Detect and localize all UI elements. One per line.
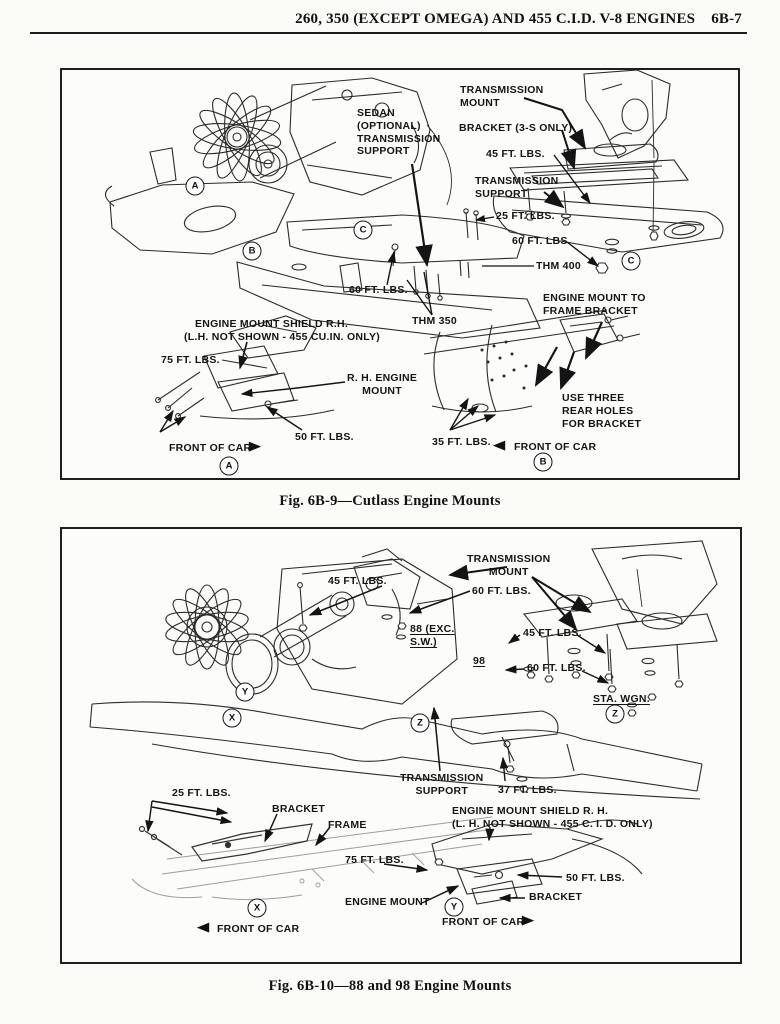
callout-letter: C <box>353 220 373 240</box>
front-of-car-arrow-icon: ◀ <box>196 920 210 935</box>
diagram-label: USE THREE REAR HOLES FOR BRACKET <box>562 392 642 430</box>
diagram-label: 50 FT. LBS. <box>566 872 625 884</box>
figure-box-cutlass: SEDAN (OPTIONAL) TRANSMISSION SUPPORT TR… <box>60 68 740 480</box>
diagram-label: FRONT OF CAR <box>514 441 597 453</box>
diagram-label: 60 FT. LBS. <box>527 662 586 674</box>
callout-letter: X <box>222 708 242 728</box>
page-number: 6B-7 <box>711 11 742 27</box>
cutlass-diagram-art <box>104 70 724 433</box>
diagram-label: TRANSMISSION MOUNT <box>467 553 551 578</box>
diagram-label: (L.H. NOT SHOWN - 455 CU.IN. ONLY) <box>184 331 380 343</box>
88-98-diagram-art <box>89 540 718 905</box>
diagram-label: TRANSMISSION SUPPORT <box>475 175 559 200</box>
diagram-label: 75 FT. LBS. <box>345 854 404 866</box>
diagram-label: BRACKET (3-S ONLY) <box>459 122 573 134</box>
diagram-label: 37 FT. LBS. <box>498 784 557 796</box>
callout-letter: B <box>533 452 553 472</box>
diagram-label: ENGINE MOUNT SHIELD R. H. (L. H. NOT SHO… <box>452 805 653 830</box>
diagram-label: THM 400 <box>536 260 581 272</box>
page-title: 260, 350 (EXCEPT OMEGA) AND 455 C.I.D. V… <box>295 11 696 27</box>
diagram-label: 60 FT. LBS. <box>349 284 408 296</box>
diagram-label: TRANSMISSION MOUNT <box>460 84 544 109</box>
diagram-label: 45 FT. LBS. <box>486 148 545 160</box>
callout-letter: Z <box>605 704 625 724</box>
diagram-label: BRACKET <box>529 891 583 903</box>
diagram-label: ENGINE MOUNT <box>345 896 430 908</box>
diagram-label: FRAME <box>328 819 367 831</box>
diagram-label: 35 FT. LBS. <box>432 436 491 448</box>
diagram-label: STA. WGN. <box>593 693 650 705</box>
diagram-label: FRONT OF CAR <box>217 923 300 935</box>
callout-letter: B <box>242 241 262 261</box>
callout-letter: Z <box>410 713 430 733</box>
diagram-label: TRANSMISSION SUPPORT <box>400 772 484 797</box>
diagram-label: R. H. ENGINE MOUNT <box>347 372 418 397</box>
callout-letter: X <box>247 898 267 918</box>
diagram-label: SEDAN (OPTIONAL) TRANSMISSION SUPPORT <box>357 107 441 158</box>
diagram-label: 60 FT. LBS. <box>512 235 571 247</box>
diagram-label: ENGINE MOUNT TO FRAME BRACKET <box>543 292 646 317</box>
header-rule <box>30 32 747 34</box>
diagram-label: BRACKET <box>272 803 326 815</box>
callout-letter: A <box>185 176 205 196</box>
diagram-label: FRONT OF CAR <box>169 442 252 454</box>
figure-box-88-98: 45 FT. LBS. TRANSMISSION MOUNT 60 FT. LB… <box>60 527 742 964</box>
front-of-car-arrow-icon: ◀ <box>492 438 506 453</box>
callout-letter: C <box>621 251 641 271</box>
page-header: 260, 350 (EXCEPT OMEGA) AND 455 C.I.D. V… <box>295 11 742 28</box>
callout-letter: Y <box>235 682 255 702</box>
front-of-car-arrow-icon: ▶ <box>521 913 535 928</box>
diagram-label: THM 350 <box>412 315 457 327</box>
diagram-label: 50 FT. LBS. <box>295 431 354 443</box>
figure-caption: Fig. 6B-10—88 and 98 Engine Mounts <box>268 978 512 994</box>
diagram-label: 25 FT. LBS. <box>496 210 555 222</box>
callout-letter: Y <box>444 897 464 917</box>
diagram-label: 98 <box>473 655 486 667</box>
engine-fan <box>192 92 282 182</box>
diagram-label: 88 (EXC. S.W.) <box>410 623 455 648</box>
figure-caption: Fig. 6B-9—Cutlass Engine Mounts <box>279 493 501 509</box>
diagram-label: 75 FT. LBS. <box>161 354 220 366</box>
diagram-label: 25 FT. LBS. <box>172 787 231 799</box>
diagram-label: FRONT OF CAR <box>442 916 525 928</box>
diagram-label: ENGINE MOUNT SHIELD R.H. <box>195 318 349 330</box>
engine-fan <box>165 584 249 670</box>
diagram-label: 45 FT. LBS. <box>328 575 387 587</box>
front-of-car-arrow-icon: ▶ <box>248 439 262 454</box>
diagram-label: 60 FT. LBS. <box>472 585 531 597</box>
callout-letter: A <box>219 456 239 476</box>
diagram-label: 45 FT. LBS. <box>523 627 582 639</box>
